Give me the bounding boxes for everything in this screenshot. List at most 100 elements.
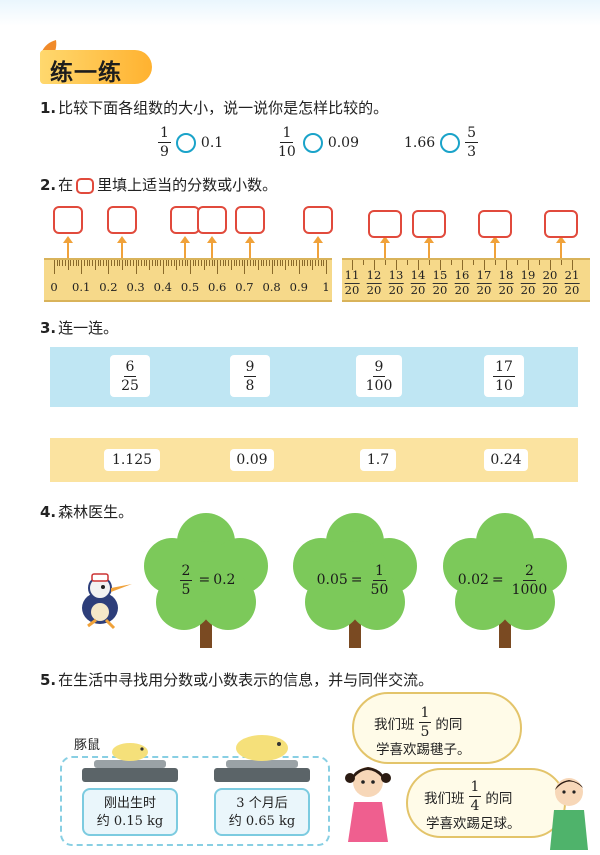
- ruler-tick: [236, 260, 238, 266]
- ruler-tick: [252, 260, 254, 266]
- arrow-up-icon: [206, 236, 217, 243]
- ruler-tick: [203, 260, 205, 270]
- ruler-tick: [315, 260, 317, 266]
- ruler-label: 0.6: [208, 280, 227, 294]
- ruler-tick: [228, 260, 230, 266]
- q1-number: 1.: [40, 99, 57, 117]
- ruler-tick: [277, 260, 279, 266]
- ruler-tick: [352, 260, 353, 270]
- ruler-tick: [59, 260, 61, 266]
- q1-pair1-decimal: 0.1: [200, 134, 224, 151]
- ruler-tick: [176, 260, 178, 270]
- ruler-tick: [132, 260, 134, 266]
- ruler-tick: [67, 260, 69, 270]
- ruler-tick: [73, 260, 75, 266]
- match-card-decimal[interactable]: 0.24: [484, 449, 528, 471]
- ruler-tick: [162, 260, 164, 274]
- ruler-tick: [127, 260, 129, 266]
- ruler-tick: [222, 260, 224, 266]
- tree-crown: [171, 541, 241, 611]
- answer-box[interactable]: [368, 210, 402, 238]
- arrow-stem: [248, 240, 251, 258]
- tree-crown: [320, 541, 390, 611]
- q4-prompt: 4.森林医生。: [40, 503, 134, 521]
- ruler-tick: [301, 260, 303, 266]
- ruler-tick: [440, 260, 441, 270]
- arrow-up-icon: [117, 236, 127, 243]
- girl-character-icon: [345, 767, 391, 842]
- ruler-tick: [187, 260, 189, 266]
- ruler-tick: [247, 260, 249, 266]
- arrow-stem: [428, 240, 430, 258]
- ruler-tick: [462, 260, 463, 270]
- answer-box-icon: [76, 177, 95, 194]
- ruler-tick: [111, 260, 113, 266]
- ruler-tick: [138, 260, 140, 266]
- ruler-label: 0.5: [180, 280, 200, 294]
- ruler-tick: [146, 260, 148, 266]
- answer-box[interactable]: [169, 206, 200, 234]
- ruler-tick: [287, 260, 289, 266]
- answer-box[interactable]: [234, 206, 265, 234]
- compare-circle-1[interactable]: [175, 132, 196, 153]
- match-card-decimal[interactable]: 0.09: [230, 449, 274, 471]
- ruler-tick: [116, 260, 118, 266]
- match-card-decimal[interactable]: 1.125: [104, 449, 160, 471]
- ruler-tick: [274, 260, 276, 266]
- answer-box[interactable]: [478, 210, 512, 238]
- ruler-tick: [184, 260, 186, 266]
- ruler-tick: [168, 260, 170, 266]
- scale-1-base: [82, 768, 178, 782]
- ruler-tick: [62, 260, 64, 266]
- arrow-stem: [384, 240, 386, 258]
- ruler-tick: [285, 260, 287, 270]
- ruler-tick: [211, 260, 213, 266]
- page-top-band: [0, 0, 600, 26]
- ruler-tick: [70, 260, 72, 266]
- compare-circle-2[interactable]: [302, 132, 323, 153]
- arrow-up-icon: [380, 236, 390, 243]
- ruler-tick: [219, 260, 221, 266]
- ruler-label: 0.7: [235, 280, 254, 294]
- ruler-tick: [165, 260, 167, 266]
- ruler-tick: [473, 260, 474, 265]
- ruler-tick: [173, 260, 175, 266]
- answer-box[interactable]: [196, 206, 227, 234]
- answer-box[interactable]: [107, 206, 137, 234]
- ruler-tick: [258, 260, 259, 270]
- q1-prompt: 1.比较下面各组数的大小，说一说你是怎样比较的。: [40, 97, 388, 118]
- ruler-label: 0.3: [126, 280, 145, 294]
- answer-box[interactable]: [544, 210, 578, 238]
- match-card-decimal[interactable]: 1.7: [360, 449, 396, 471]
- ruler-tick: [86, 260, 88, 266]
- ruler-tick: [81, 260, 83, 274]
- arrow-stem: [183, 240, 186, 258]
- ruler-tick: [290, 260, 292, 266]
- compare-circle-3[interactable]: [440, 132, 461, 153]
- ruler-tick: [54, 260, 55, 274]
- ruler-label: 0.4: [153, 280, 172, 294]
- answer-box[interactable]: [52, 206, 83, 234]
- answer-box[interactable]: [412, 210, 446, 238]
- ruler-tick: [418, 260, 419, 270]
- q3-prompt: 3.连一连。: [40, 319, 119, 337]
- ruler-tick: [539, 260, 540, 265]
- ruler-tick: [206, 260, 208, 266]
- ruler-tick: [263, 260, 265, 266]
- answer-box[interactable]: [302, 206, 333, 234]
